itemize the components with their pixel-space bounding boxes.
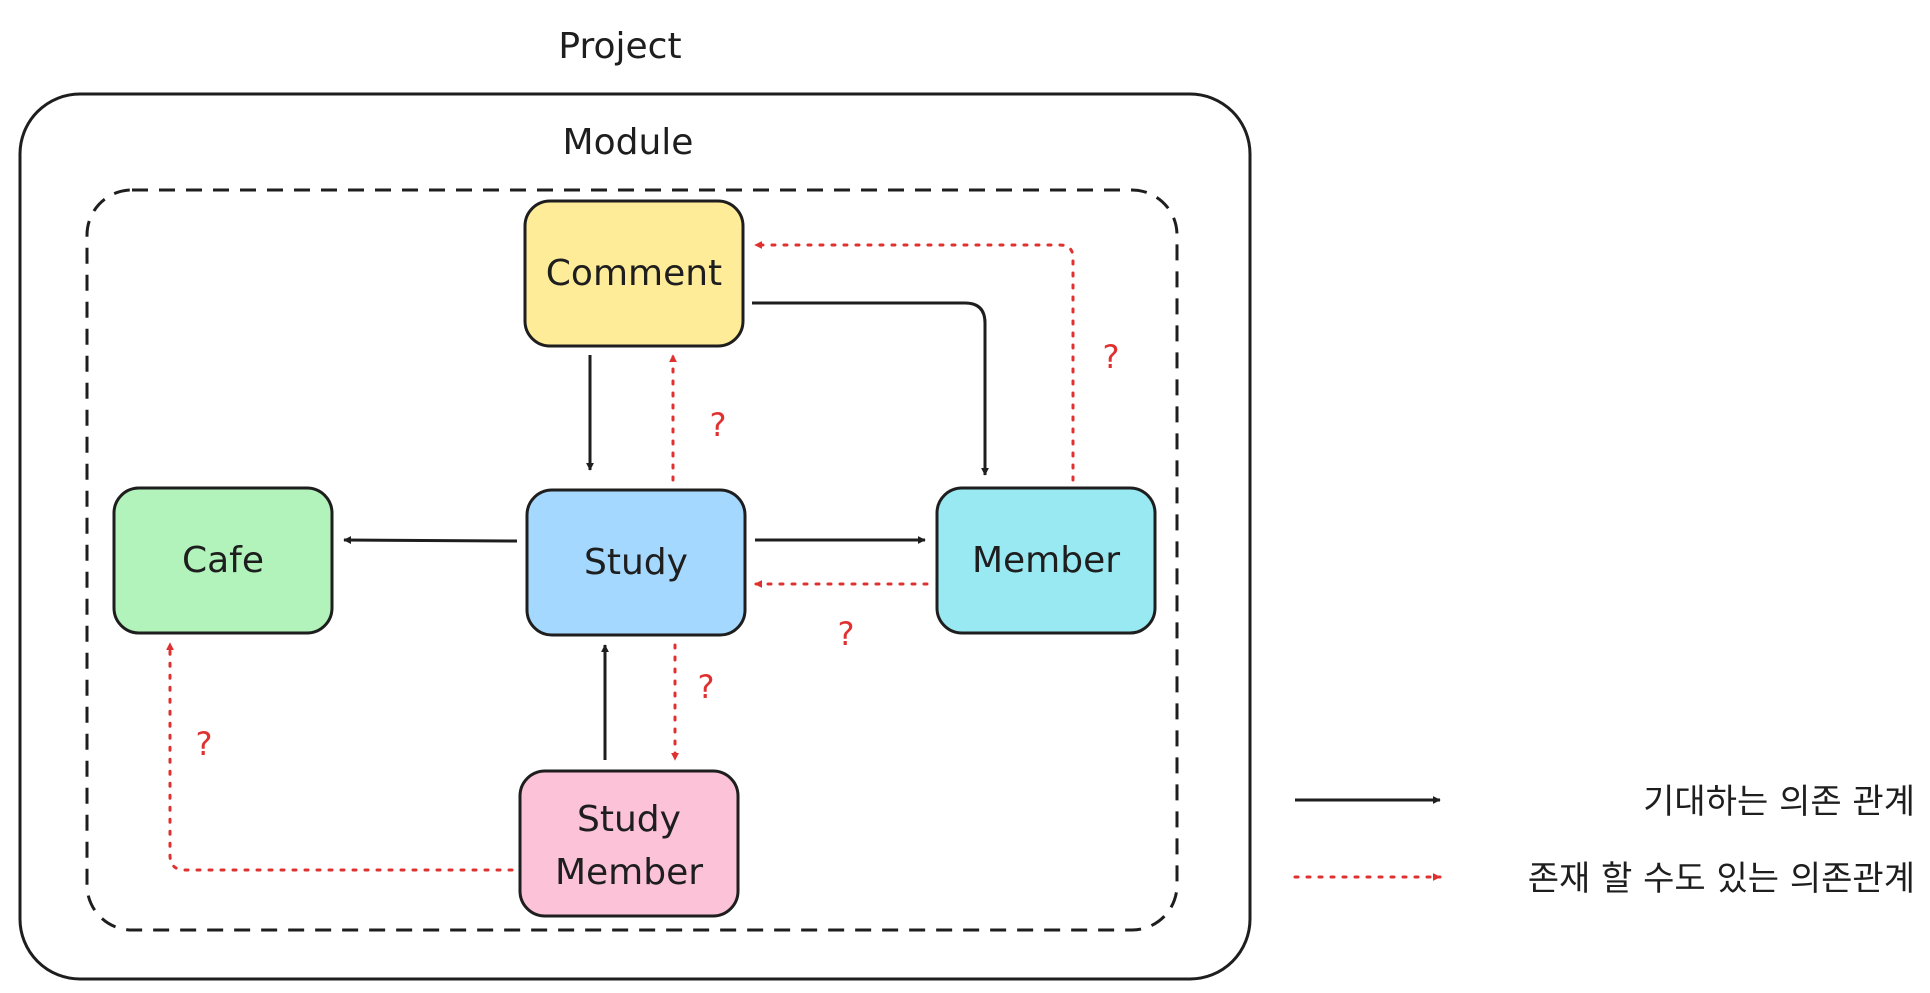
edge-study-to-cafe: [343, 536, 518, 545]
module-label: Module: [563, 122, 694, 163]
node-study-member: Study Member: [518, 769, 740, 918]
edge-member-to-comment-dotted: [753, 241, 1075, 482]
legend-dotted-label: 존재 할 수도 있는 의존관계: [1528, 859, 1915, 899]
legend-solid-label: 기대하는 의존 관계: [1643, 782, 1915, 822]
node-cafe-box: [112, 486, 334, 635]
question-mark-member-study: ?: [838, 615, 855, 653]
node-member-box: [935, 486, 1157, 635]
project-frame: [18, 92, 1252, 981]
legend: 기대하는 의존 관계 존재 할 수도 있는 의존관계: [1293, 782, 1915, 899]
node-cafe-label: Cafe: [182, 540, 264, 581]
node-comment: Comment: [523, 199, 745, 348]
node-study-member-label-line1: Study: [577, 799, 681, 840]
node-member: Member: [935, 486, 1157, 635]
dotted-edges: [166, 241, 1075, 872]
question-marks: ? ? ? ? ?: [196, 338, 1120, 763]
edge-studymember-to-cafe-dotted: [166, 641, 514, 872]
node-member-label: Member: [972, 540, 1120, 581]
module-frame: [85, 188, 1179, 932]
node-comment-box: [523, 199, 745, 348]
solid-edges: [343, 301, 989, 760]
edge-comment-to-member: [752, 301, 989, 476]
node-study-box: [525, 488, 747, 637]
node-cafe: Cafe: [112, 486, 334, 635]
node-study-label: Study: [584, 542, 688, 583]
project-label: Project: [558, 26, 681, 67]
node-study-member-box: [518, 769, 740, 918]
node-study-member-label-line2: Member: [555, 852, 703, 893]
question-mark-study-studymember: ?: [698, 668, 715, 706]
node-comment-label: Comment: [546, 253, 722, 294]
node-study: Study: [525, 488, 747, 637]
question-mark-studymember-cafe: ?: [196, 725, 213, 763]
question-mark-study-comment: ?: [710, 406, 727, 444]
question-mark-member-comment: ?: [1103, 338, 1120, 376]
